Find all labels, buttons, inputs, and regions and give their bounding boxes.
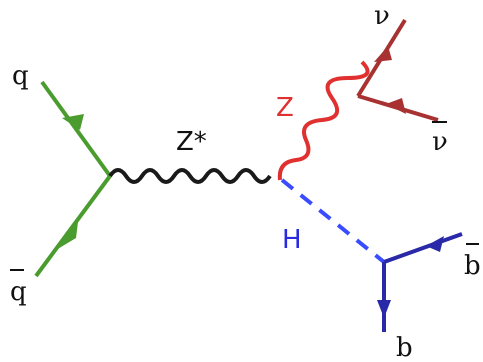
label-nu: ν <box>374 1 390 31</box>
antineutrino-arrow <box>386 98 406 114</box>
antiquark-line-in <box>34 174 112 278</box>
label-q: q <box>12 61 29 91</box>
label-qbar: q <box>10 277 27 307</box>
quark-arrow-in <box>62 114 84 130</box>
zstar-propagator <box>108 168 272 184</box>
z-boson-line <box>277 60 370 181</box>
neutrino-arrow <box>374 46 392 62</box>
label-nubar: ν <box>432 127 448 157</box>
label-h: H <box>282 225 302 255</box>
b-arrow <box>377 300 391 318</box>
label-bbar: b <box>464 251 481 281</box>
label-zstar: Z* <box>176 127 207 157</box>
bbar-line <box>383 232 463 264</box>
label-z: Z <box>276 93 294 123</box>
label-b: b <box>396 333 413 362</box>
bbar-arrow <box>426 236 444 252</box>
quark-line-in <box>40 80 112 178</box>
higgs-line <box>280 178 386 264</box>
antiquark-arrow <box>56 222 78 250</box>
